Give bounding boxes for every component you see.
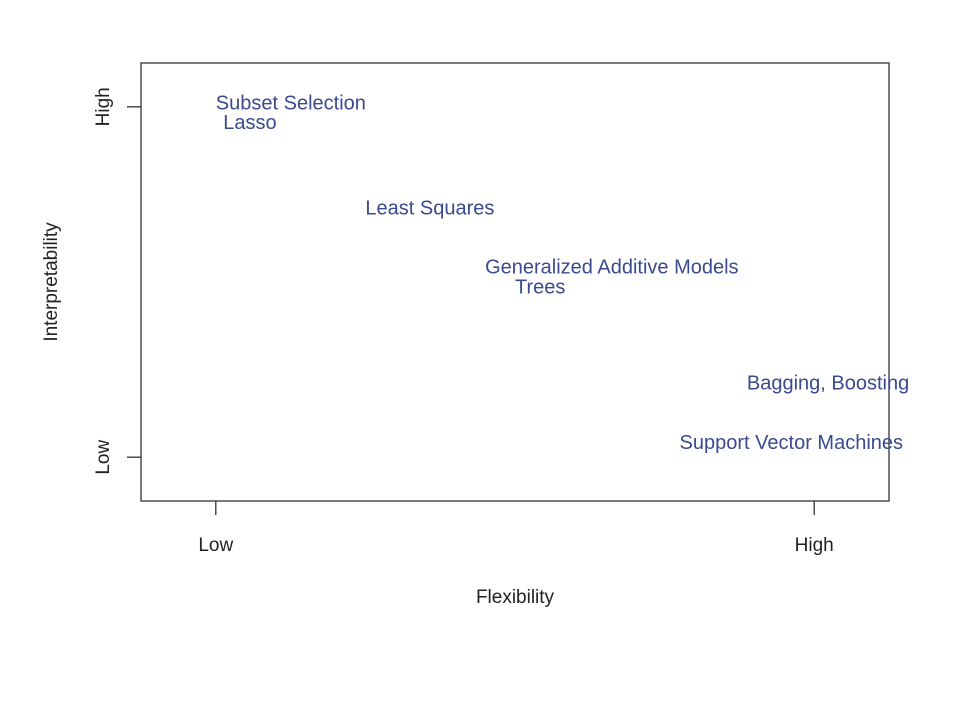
x-tick-label: High: [795, 535, 834, 556]
method-label: Trees: [515, 276, 565, 298]
y-axis: Low High: [93, 87, 141, 475]
plot-frame: [140, 62, 890, 502]
y-tick-label: Low: [93, 439, 114, 474]
y-axis-label: Interpretability: [41, 222, 62, 342]
y-tick-label: High: [93, 87, 114, 126]
x-axis-label: Flexibility: [476, 587, 555, 608]
method-label: Generalized Additive Models: [485, 257, 738, 279]
method-label: Bagging, Boosting: [747, 373, 909, 395]
method-label: Subset Selection: [216, 92, 366, 114]
method-label: Least Squares: [365, 198, 494, 220]
x-axis: Low High: [198, 501, 834, 556]
method-label: Support Vector Machines: [680, 432, 903, 454]
x-tick-label: Low: [198, 535, 233, 556]
method-label: Lasso: [223, 112, 276, 134]
